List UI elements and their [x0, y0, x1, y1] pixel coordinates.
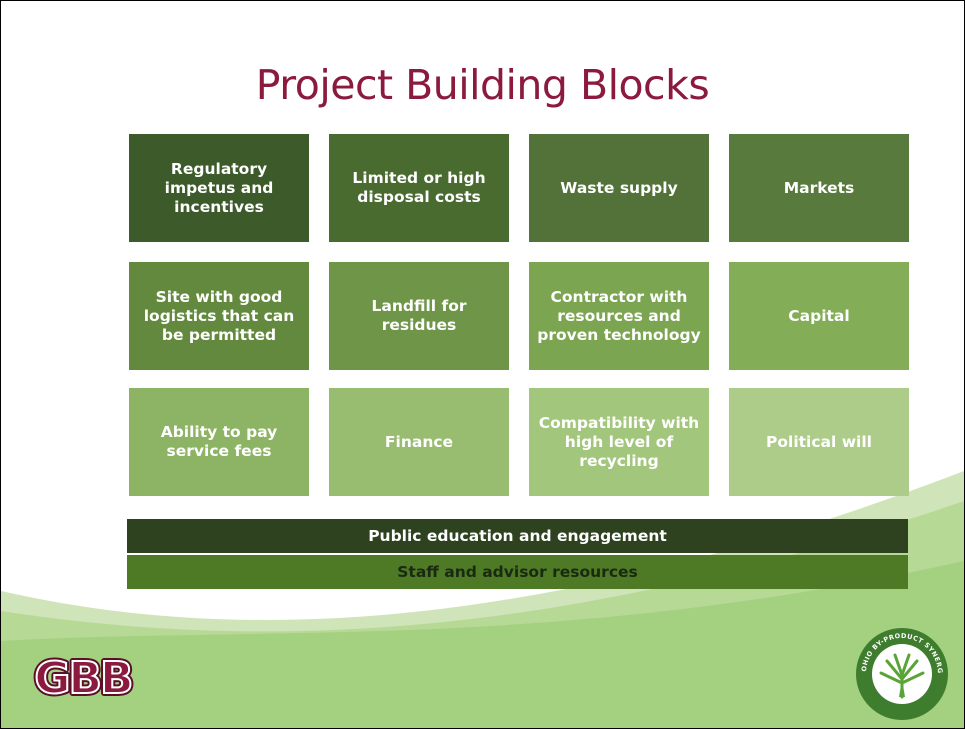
block-compatibility: Compatibility with high level of recycli… — [529, 388, 709, 496]
block-markets: Markets — [729, 134, 909, 242]
gbb-logo: GBB GBB — [31, 651, 136, 701]
block-political-will: Political will — [729, 388, 909, 496]
block-finance: Finance — [329, 388, 509, 496]
block-site: Site with good logistics that can be per… — [129, 262, 309, 370]
block-regulatory: Regulatory impetus and incentives — [129, 134, 309, 242]
block-label: Political will — [766, 432, 872, 451]
block-label: Waste supply — [560, 178, 678, 197]
block-label: Site with good logistics that can be per… — [143, 287, 295, 344]
slide-title: Project Building Blocks — [255, 61, 710, 109]
block-label: Markets — [783, 178, 855, 197]
block-label: Capital — [788, 306, 850, 325]
block-disposal-costs: Limited or high disposal costs — [329, 134, 509, 242]
block-waste-supply: Waste supply — [529, 134, 709, 242]
block-label: Landfill for residues — [371, 297, 467, 334]
svg-text:GBB: GBB — [34, 653, 131, 701]
bar-staff-resources: Staff and advisor resources — [127, 555, 908, 589]
block-label: Limited or high disposal costs — [352, 169, 486, 206]
block-label: Compatibility with high level of recycli… — [538, 413, 700, 470]
bar-public-education: Public education and engagement — [127, 519, 908, 553]
block-contractor: Contractor with resources and proven tec… — [529, 262, 709, 370]
block-label: Regulatory impetus and incentives — [164, 159, 274, 216]
svg-text:GBB: GBB — [34, 653, 131, 701]
block-landfill: Landfill for residues — [329, 262, 509, 370]
block-capital: Capital — [729, 262, 909, 370]
block-ability-to-pay: Ability to pay service fees — [129, 388, 309, 496]
block-label: Contractor with resources and proven tec… — [537, 287, 701, 344]
ohio-byproduct-synergy-logo: OHIO BY-PRODUCT SYNERGY NETWORK — [855, 627, 948, 720]
block-label: Ability to pay service fees — [160, 423, 278, 460]
block-label: Finance — [384, 432, 454, 451]
